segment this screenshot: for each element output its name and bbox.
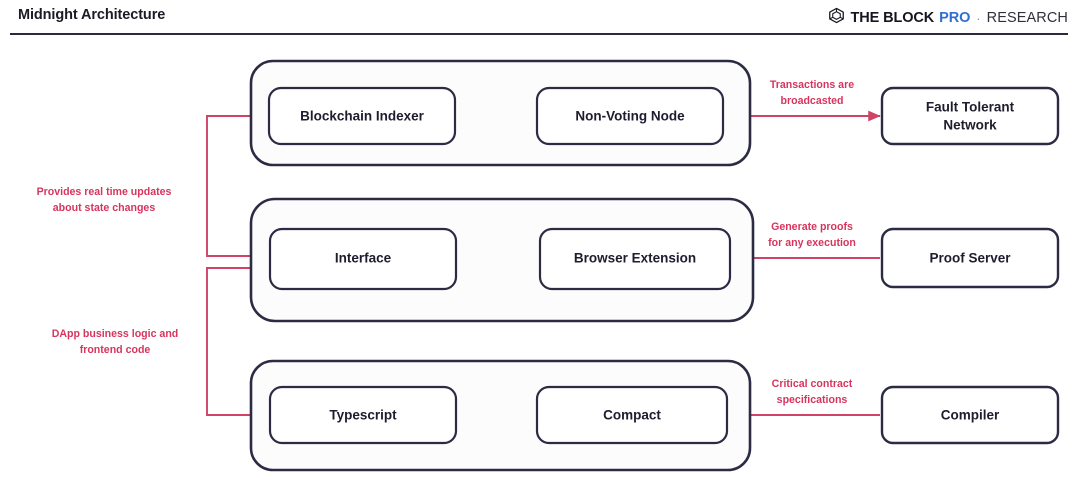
node-non-voting-node[interactable] <box>535 86 725 146</box>
node-fault-tolerant-network-label-line2: Network <box>943 118 997 133</box>
brand-research-text: RESEARCH <box>986 10 1068 26</box>
edge-label-generate-proofs-line2: for any execution <box>768 237 856 249</box>
node-blockchain-indexer-label: Blockchain Indexer <box>300 109 425 124</box>
node-compiler[interactable] <box>880 385 1060 445</box>
edge-label-transactions-broadcasted-line2: broadcasted <box>781 95 844 107</box>
brand-logo: THE BLOCK PRO · RESEARCH <box>828 7 1068 29</box>
edge-label-dapp-logic-line2: frontend code <box>80 344 151 356</box>
connector-typescript-to-interface <box>206 262 265 416</box>
node-browser-extension-label: Browser Extension <box>574 251 696 266</box>
connector-indexer-to-interface <box>206 115 265 262</box>
edge-label-realtime-updates-line1: Provides real time updates <box>37 186 172 198</box>
architecture-diagram: Blockchain Indexer Non-Voting Node Inter… <box>0 34 1078 504</box>
diagram-canvas: Blockchain Indexer Non-Voting Node Inter… <box>37 59 1060 472</box>
page-title: Midnight Architecture <box>18 7 166 23</box>
edge-label-realtime-updates-line2: about state changes <box>53 202 156 214</box>
node-proof-server[interactable] <box>880 227 1060 289</box>
node-interface[interactable] <box>268 227 458 291</box>
node-compact-label: Compact <box>603 408 661 423</box>
node-fault-tolerant-network-label-line1: Fault Tolerant <box>926 100 1015 115</box>
edge-label-generate-proofs-line1: Generate proofs <box>771 221 853 233</box>
node-browser-extension[interactable] <box>538 227 732 291</box>
hexagon-cube-icon <box>828 7 845 29</box>
brand-the-block-text: THE BLOCK <box>850 10 935 26</box>
node-proof-server-label: Proof Server <box>929 251 1011 266</box>
brand-pro-text: PRO <box>939 10 971 26</box>
header-divider <box>10 33 1068 35</box>
edge-label-critical-contract-specs-line2: specifications <box>777 394 848 406</box>
node-fault-tolerant-network[interactable] <box>880 86 1060 146</box>
edge-label-dapp-logic-line1: DApp business logic and <box>52 328 179 340</box>
node-compiler-label: Compiler <box>941 408 1000 423</box>
brand-separator: · <box>976 10 981 26</box>
node-compact[interactable] <box>535 385 729 445</box>
edge-label-transactions-broadcasted-line1: Transactions are <box>770 79 854 91</box>
node-non-voting-node-label: Non-Voting Node <box>575 109 685 124</box>
node-typescript[interactable] <box>268 385 458 445</box>
page-header: Midnight Architecture THE BLOCK PRO · RE… <box>0 0 1078 35</box>
node-typescript-label: Typescript <box>329 408 397 423</box>
node-blockchain-indexer[interactable] <box>267 86 457 146</box>
edge-label-critical-contract-specs-line1: Critical contract <box>772 378 853 390</box>
node-interface-label: Interface <box>335 251 392 266</box>
